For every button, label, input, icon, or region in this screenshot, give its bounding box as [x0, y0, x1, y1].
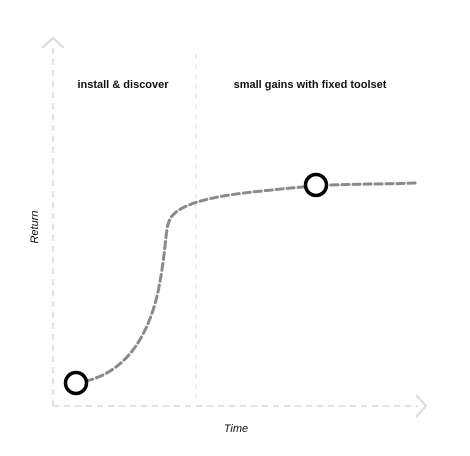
phase-label-small-gains: small gains with fixed toolset	[234, 79, 387, 91]
x-axis-arrowhead	[415, 394, 428, 418]
y-axis-label: Return	[29, 210, 41, 243]
return-curve	[84, 181, 418, 383]
start-point-marker	[63, 370, 89, 396]
plateau-point-marker	[303, 172, 329, 198]
phase-label-install: install & discover	[77, 79, 169, 91]
y-axis	[41, 36, 65, 406]
x-axis-label: Time	[224, 423, 248, 435]
x-axis	[53, 394, 428, 418]
y-axis-arrowhead	[41, 36, 65, 49]
